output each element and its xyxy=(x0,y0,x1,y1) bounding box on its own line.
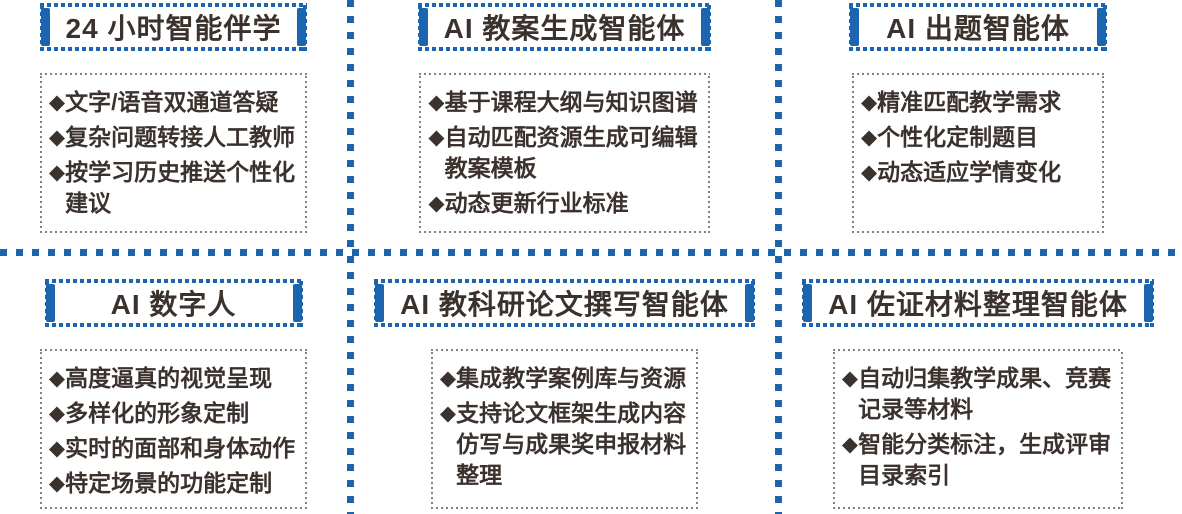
diamond-bullet-icon: ◆ xyxy=(841,367,859,390)
feature-text: 集成教学案例库与资源 xyxy=(456,365,687,391)
title-bracket-right xyxy=(297,8,307,46)
feature-text: 按学习历史推送个性化 建议 xyxy=(65,159,296,216)
panel-feature-box: ◆ 集成教学案例库与资源 ◆ 支持论文框架生成内容 仿写与成果奖申报材料 整理 xyxy=(431,349,698,509)
feature-text: 文字/语音双通道答疑 xyxy=(65,89,279,115)
diamond-bullet-icon: ◆ xyxy=(428,192,445,215)
divider-vertical-2 xyxy=(775,0,782,514)
divider-horizontal xyxy=(0,249,1182,256)
panel-ai-evidence-material-agent: AI 佐证材料整理智能体 ◆ 自动归集教学成果、竞赛 记录等材料 ◆ 智能分类标… xyxy=(782,256,1174,509)
panel-feature-box: ◆ 基于课程大纲与知识图谱 ◆ 自动匹配资源生成可编辑 教案模板 ◆ 动态更新行… xyxy=(419,73,709,233)
panel-feature-box: ◆ 自动归集教学成果、竞赛 记录等材料 ◆ 智能分类标注，生成评审 目录索引 xyxy=(833,349,1123,509)
diamond-bullet-icon: ◆ xyxy=(48,437,66,460)
diamond-bullet-icon: ◆ xyxy=(841,433,859,456)
feature-item: ◆ 动态适应学情变化 xyxy=(861,157,1092,188)
feature-item: ◆ 复杂问题转接人工教师 xyxy=(49,122,295,153)
feature-item: ◆ 高度逼真的视觉呈现 xyxy=(49,363,295,394)
panel-title-box: AI 教科研论文撰写智能体 xyxy=(374,279,755,327)
feature-item: ◆ 实时的面部和身体动作 xyxy=(49,433,295,464)
feature-item: ◆ 文字/语音双通道答疑 xyxy=(49,87,295,118)
feature-item: ◆ 自动匹配资源生成可编辑 教案模板 xyxy=(428,122,697,184)
feature-text: 个性化定制题目 xyxy=(877,124,1039,150)
panel-title: AI 佐证材料整理智能体 xyxy=(828,289,1128,320)
feature-text: 基于课程大纲与知识图谱 xyxy=(444,89,698,115)
feature-item: ◆ 个性化定制题目 xyxy=(861,122,1092,153)
panel-title: AI 教案生成智能体 xyxy=(443,13,686,44)
feature-item: ◆ 精准匹配教学需求 xyxy=(861,87,1092,118)
diamond-bullet-icon: ◆ xyxy=(48,367,66,390)
panel-ai-digital-human: AI 数字人 ◆ 高度逼真的视觉呈现 ◆ 多样化的形象定制 ◆ 实时的面部和身体… xyxy=(0,256,347,509)
title-bracket-right xyxy=(292,284,302,322)
title-bracket-left xyxy=(850,8,859,46)
panel-title-box: AI 佐证材料整理智能体 xyxy=(802,279,1154,327)
feature-text: 动态更新行业标准 xyxy=(444,190,629,216)
feature-item: ◆ 特定场景的功能定制 xyxy=(49,468,295,499)
panel-ai-paper-writing-agent: AI 教科研论文撰写智能体 ◆ 集成教学案例库与资源 ◆ 支持论文框架生成内容 … xyxy=(354,256,775,509)
feature-text: 支持论文框架生成内容 仿写与成果奖申报材料 整理 xyxy=(456,400,687,488)
title-bracket-right xyxy=(744,284,754,322)
panel-title: AI 教科研论文撰写智能体 xyxy=(400,289,729,320)
title-bracket-right xyxy=(1097,8,1106,46)
title-bracket-left xyxy=(418,8,428,46)
feature-text: 高度逼真的视觉呈现 xyxy=(65,365,273,391)
panel-ai-lesson-plan-agent: AI 教案生成智能体 ◆ 基于课程大纲与知识图谱 ◆ 自动匹配资源生成可编辑 教… xyxy=(354,0,775,233)
diamond-bullet-icon: ◆ xyxy=(861,91,878,114)
diamond-bullet-icon: ◆ xyxy=(48,91,66,114)
feature-text: 自动归集教学成果、竞赛 记录等材料 xyxy=(858,365,1112,422)
feature-item: ◆ 智能分类标注，生成评审 目录索引 xyxy=(842,429,1111,491)
feature-item: ◆ 动态更新行业标准 xyxy=(428,188,697,219)
diamond-bullet-icon: ◆ xyxy=(48,126,66,149)
panel-feature-box: ◆ 文字/语音双通道答疑 ◆ 复杂问题转接人工教师 ◆ 按学习历史推送个性化 建… xyxy=(40,73,307,233)
diamond-bullet-icon: ◆ xyxy=(861,161,878,184)
diamond-bullet-icon: ◆ xyxy=(861,126,878,149)
diamond-bullet-icon: ◆ xyxy=(48,161,66,184)
panel-title-box: AI 数字人 xyxy=(45,279,303,327)
panel-title-box: AI 出题智能体 xyxy=(849,3,1107,51)
diamond-bullet-icon: ◆ xyxy=(48,472,66,495)
title-bracket-right xyxy=(701,8,711,46)
panel-ai-question-agent: AI 出题智能体 ◆ 精准匹配教学需求 ◆ 个性化定制题目 ◆ 动态适应学情变化 xyxy=(782,0,1174,233)
feature-item: ◆ 自动归集教学成果、竞赛 记录等材料 xyxy=(842,363,1111,425)
title-bracket-left xyxy=(45,284,55,322)
diamond-bullet-icon: ◆ xyxy=(428,126,445,149)
feature-text: 智能分类标注，生成评审 目录索引 xyxy=(858,431,1112,488)
feature-text: 自动匹配资源生成可编辑 教案模板 xyxy=(444,124,698,181)
diamond-bullet-icon: ◆ xyxy=(439,402,457,425)
feature-item: ◆ 多样化的形象定制 xyxy=(49,398,295,429)
feature-item: ◆ 支持论文框架生成内容 仿写与成果奖申报材料 整理 xyxy=(440,398,686,491)
diamond-bullet-icon: ◆ xyxy=(439,367,457,390)
feature-text: 多样化的形象定制 xyxy=(65,400,250,426)
panel-24h-smart-companion: 24 小时智能伴学 ◆ 文字/语音双通道答疑 ◆ 复杂问题转接人工教师 ◆ 按学… xyxy=(0,0,347,233)
feature-text: 动态适应学情变化 xyxy=(877,159,1062,185)
feature-text: 精准匹配教学需求 xyxy=(877,89,1062,115)
panel-feature-box: ◆ 精准匹配教学需求 ◆ 个性化定制题目 ◆ 动态适应学情变化 xyxy=(852,73,1104,233)
feature-item: ◆ 基于课程大纲与知识图谱 xyxy=(428,87,697,118)
feature-text: 复杂问题转接人工教师 xyxy=(65,124,296,150)
feature-text: 实时的面部和身体动作 xyxy=(65,435,296,461)
panel-title: AI 出题智能体 xyxy=(886,13,1070,44)
title-bracket-left xyxy=(40,8,50,46)
feature-text: 特定场景的功能定制 xyxy=(65,470,273,496)
panel-title-box: AI 教案生成智能体 xyxy=(418,3,712,51)
diamond-bullet-icon: ◆ xyxy=(428,91,445,114)
diamond-bullet-icon: ◆ xyxy=(48,402,66,425)
panel-feature-box: ◆ 高度逼真的视觉呈现 ◆ 多样化的形象定制 ◆ 实时的面部和身体动作 ◆ 特定… xyxy=(40,349,307,509)
divider-vertical-1 xyxy=(347,0,354,514)
title-bracket-right xyxy=(1143,284,1153,322)
panel-title: 24 小时智能伴学 xyxy=(65,13,282,44)
title-bracket-left xyxy=(375,284,385,322)
feature-item: ◆ 集成教学案例库与资源 xyxy=(440,363,686,394)
title-bracket-left xyxy=(803,284,813,322)
panel-title-box: 24 小时智能伴学 xyxy=(40,3,308,51)
feature-item: ◆ 按学习历史推送个性化 建议 xyxy=(49,157,295,219)
panel-title: AI 数字人 xyxy=(110,289,237,320)
